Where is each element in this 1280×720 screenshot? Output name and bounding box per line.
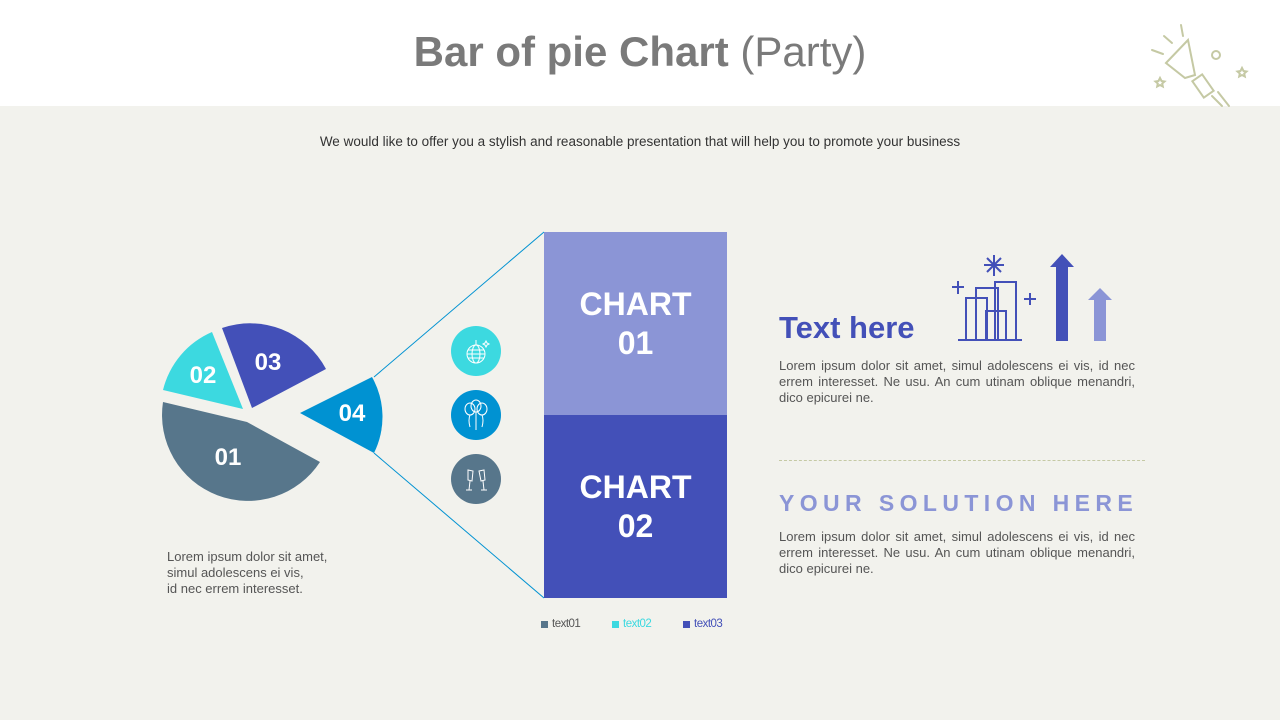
connector-line-bottom (373, 452, 545, 599)
legend-item-text03: text03 (683, 618, 723, 630)
page-title: Bar of pie Chart (Party) (413, 28, 867, 75)
bar-segment-chart-01: CHART 01 (544, 232, 727, 415)
left-description: Lorem ipsum dolor sit amet, simul adoles… (167, 549, 328, 596)
legend-item-text02: text02 (612, 618, 652, 630)
legend-swatch (683, 620, 690, 628)
champagne-glasses-icon (451, 454, 501, 504)
party-popper-icon (1151, 24, 1249, 107)
divider (779, 460, 1145, 461)
text-heading: Text here (779, 310, 915, 345)
balloons-icon (451, 390, 501, 440)
legend-item-text01: text01 (541, 618, 581, 630)
pie-slice-04 (300, 377, 383, 453)
pie-label-01: 01 (215, 444, 242, 471)
description-1: Lorem ipsum dolor sit amet, simul adoles… (779, 358, 1135, 405)
pie-label-02: 02 (190, 362, 217, 389)
legend-swatch (541, 620, 548, 628)
header (0, 0, 1280, 106)
subtitle: We would like to offer you a stylish and… (319, 134, 961, 149)
disco-ball-icon (451, 326, 501, 376)
legend-swatch (612, 620, 619, 628)
pie-slice-03 (222, 323, 326, 408)
pie-slice-01 (162, 402, 320, 501)
pie-label-03: 03 (255, 349, 282, 376)
connector-line-top (373, 231, 545, 378)
pie-slice-02 (163, 332, 243, 409)
description-2: Lorem ipsum dolor sit amet, simul adoles… (779, 529, 1135, 576)
pie-label-04: 04 (339, 400, 366, 427)
solution-heading: YOUR SOLUTION HERE (779, 490, 1139, 516)
bar-segment-chart-02: CHART 02 (544, 415, 727, 598)
